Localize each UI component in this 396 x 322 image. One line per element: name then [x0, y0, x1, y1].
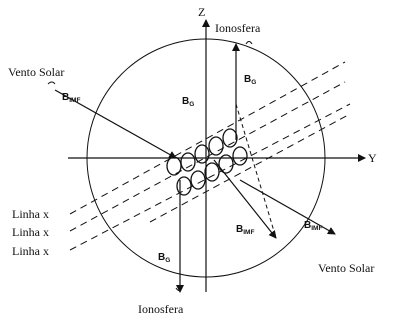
bimf-label-center: BIMF	[236, 224, 254, 236]
solar-wind-out-label: Vento Solar	[318, 261, 374, 275]
bimf-label-left: BIMF	[62, 92, 80, 104]
bg-label-top-right: BG	[244, 74, 256, 86]
field-line-label-3: Linha x	[12, 244, 49, 258]
ionosphere-bottom-label: Ionosfera	[138, 302, 184, 316]
solar-wind-out-arrow	[239, 179, 336, 235]
dashed-link	[235, 103, 277, 239]
solar-wind-in-arrow	[54, 89, 177, 159]
helical-coils	[166, 128, 248, 196]
bimf-label-right: BIMF	[304, 220, 322, 232]
z-axis-label: Z	[198, 5, 205, 19]
dashed-field-lines	[69, 61, 351, 251]
ionosphere-top-label: Ionosfera	[215, 21, 261, 35]
field-line-label-2: Linha x	[12, 225, 49, 239]
solar-wind-in-label: Vento Solar	[8, 65, 64, 79]
y-axis-label: Y	[368, 151, 377, 165]
hook-bottom	[175, 287, 183, 291]
bg-label-bottom: BG	[158, 252, 170, 264]
bg-label-center: BG	[182, 96, 194, 108]
hook-top	[245, 41, 253, 45]
field-line-label-1: Linha x	[12, 207, 49, 221]
hook-left	[47, 81, 56, 85]
